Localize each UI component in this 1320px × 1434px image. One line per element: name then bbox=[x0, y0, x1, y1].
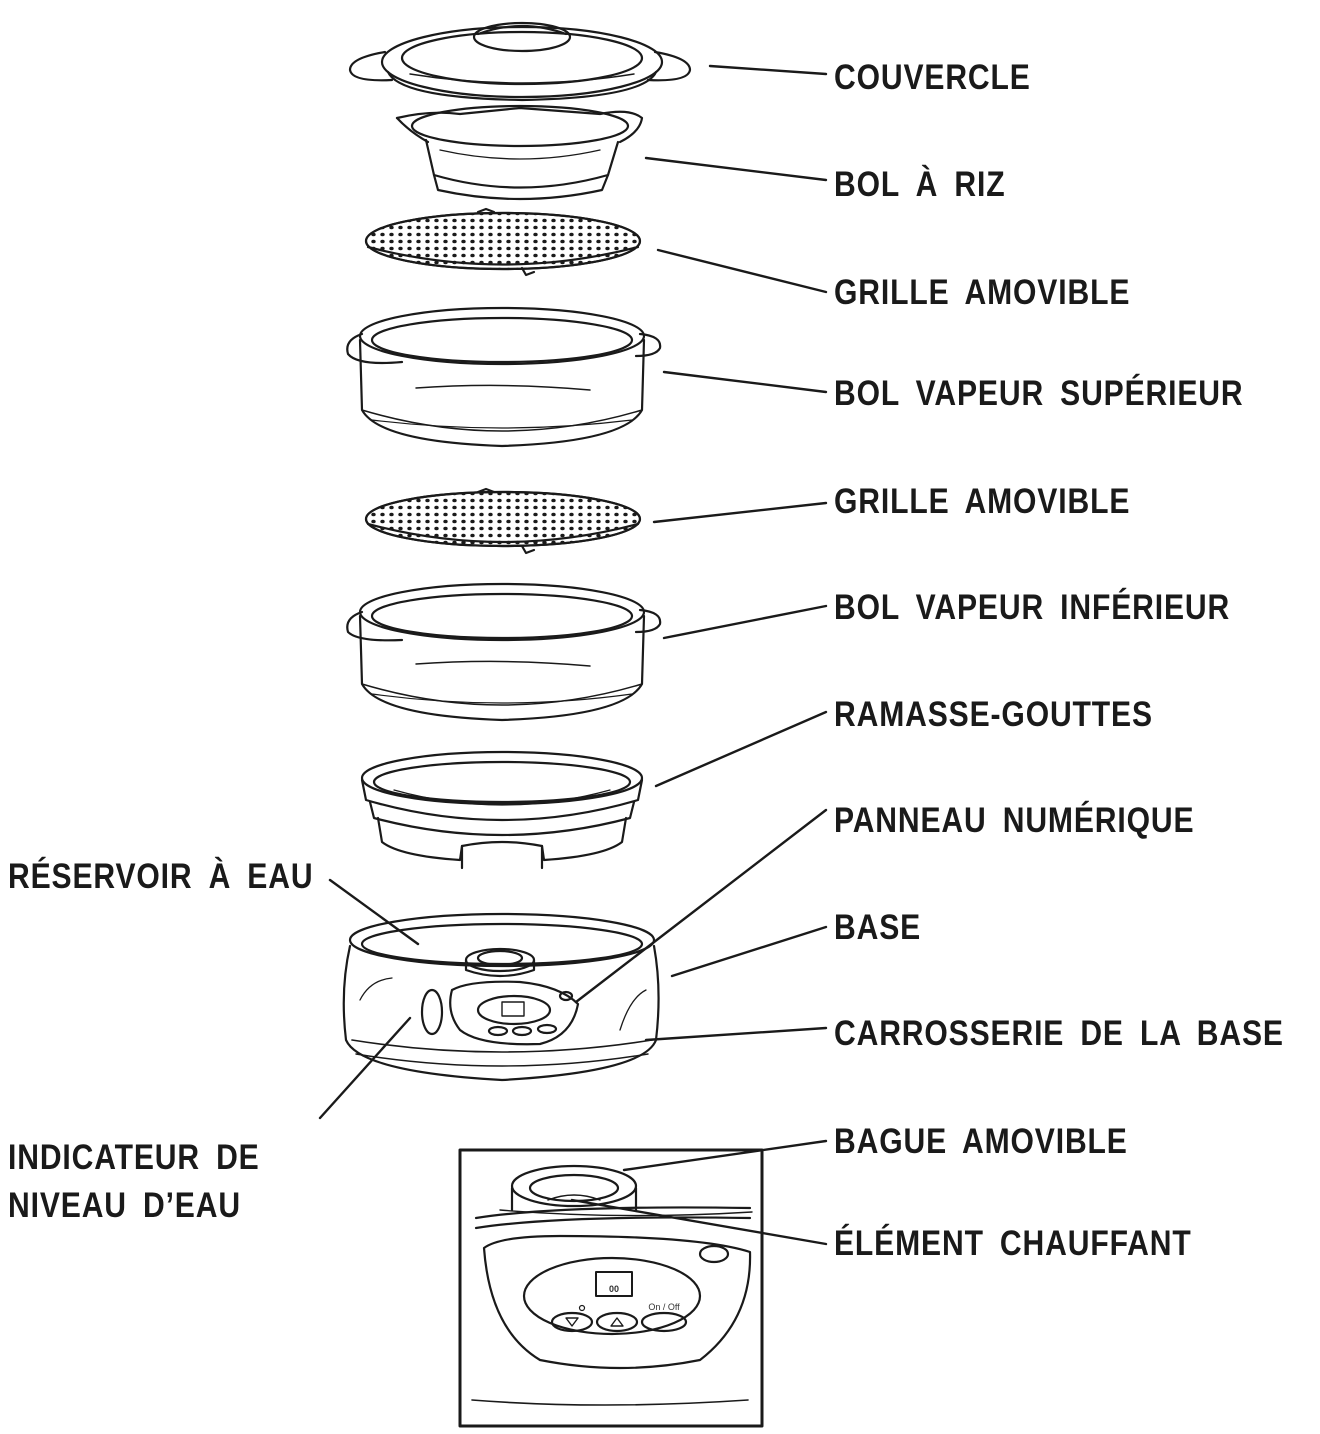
label-bol-a-riz: BOL À RIZ bbox=[834, 165, 1006, 204]
label-indicateur-niveau: INDICATEUR DE NIVEAU D’EAU bbox=[8, 1134, 260, 1230]
lid-drawing bbox=[348, 21, 692, 102]
grill-2-drawing bbox=[364, 487, 642, 555]
label-ramasse-gouttes: RAMASSE-GOUTTES bbox=[834, 695, 1153, 734]
label-bol-vapeur-superieur: BOL VAPEUR SUPÉRIEUR bbox=[834, 374, 1244, 413]
label-carrosserie-de-la-base: CARROSSERIE DE LA BASE bbox=[834, 1014, 1284, 1053]
label-indicateur-line2: NIVEAU D’EAU bbox=[8, 1186, 241, 1225]
panel-display-digits: 00 bbox=[609, 1284, 619, 1294]
drip-tray-drawing bbox=[360, 750, 644, 870]
label-bol-vapeur-inferieur: BOL VAPEUR INFÉRIEUR bbox=[834, 588, 1231, 627]
label-bague-amovible: BAGUE AMOVIBLE bbox=[834, 1122, 1128, 1161]
label-reservoir-a-eau: RÉSERVOIR À EAU bbox=[8, 857, 314, 896]
lower-steamer-bowl-drawing bbox=[346, 582, 662, 722]
label-indicateur-line1: INDICATEUR DE bbox=[8, 1138, 260, 1177]
label-element-chauffant: ÉLÉMENT CHAUFFANT bbox=[834, 1224, 1192, 1263]
power-button-label: On / Off bbox=[648, 1302, 680, 1312]
base-drawing bbox=[342, 912, 660, 1082]
label-panneau-numerique: PANNEAU NUMÉRIQUE bbox=[834, 801, 1195, 840]
label-couvercle: COUVERCLE bbox=[834, 58, 1031, 97]
leader-lines bbox=[318, 64, 828, 1246]
upper-steamer-bowl-drawing bbox=[346, 306, 662, 448]
rice-bowl-drawing bbox=[395, 104, 644, 201]
grill-1-drawing bbox=[364, 207, 642, 277]
label-base: BASE bbox=[834, 908, 922, 947]
label-grille-amovible-2: GRILLE AMOVIBLE bbox=[834, 482, 1131, 521]
inset-closeup-drawing: 00 On / Off bbox=[458, 1148, 764, 1428]
label-grille-amovible-1: GRILLE AMOVIBLE bbox=[834, 273, 1131, 312]
